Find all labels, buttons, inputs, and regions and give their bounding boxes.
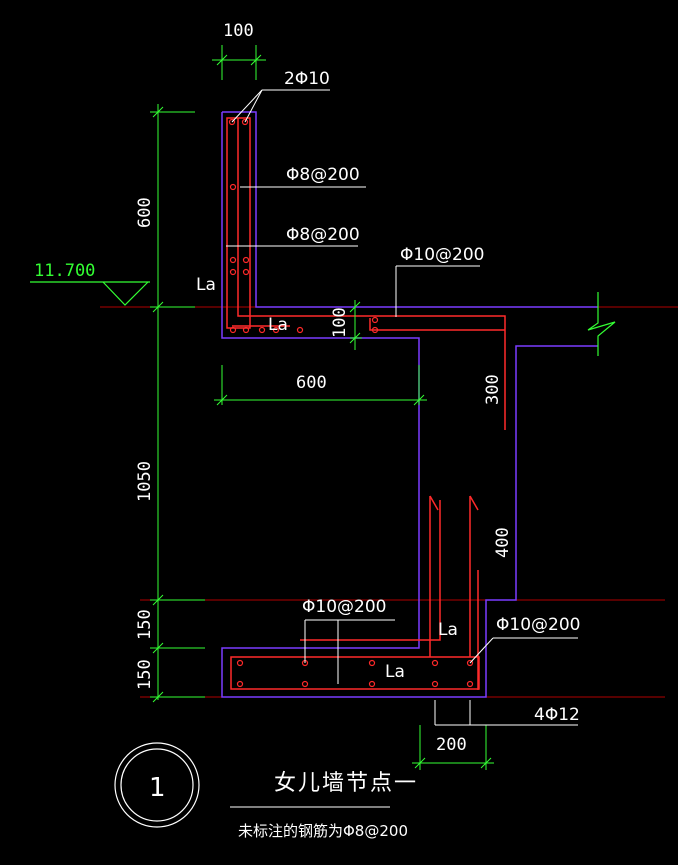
dim-col-height: 400 (493, 527, 513, 558)
dim-beam-upper: 150 (135, 609, 155, 640)
dim-bottom-width: 200 (436, 735, 467, 755)
rebar-dots (228, 118, 474, 688)
elevation-value: 11.700 (34, 261, 95, 281)
label-la-4: La (385, 662, 405, 682)
label-stirrup-2: Φ8@200 (286, 225, 360, 245)
break-symbol (587, 292, 616, 356)
dim-drop: 300 (483, 374, 503, 405)
dim-beam-lower: 150 (135, 659, 155, 690)
dimension-lines (150, 45, 494, 770)
dim-top-width: 100 (223, 21, 254, 41)
drawing-subtitle: 未标注的钢筋为Φ8@200 (238, 822, 408, 840)
label-slab-bars: Φ10@200 (400, 245, 484, 265)
label-la-1: La (196, 275, 216, 295)
concrete-outline (221, 111, 598, 698)
dim-upper-height: 600 (135, 197, 155, 228)
detail-number-marker (114, 742, 200, 828)
label-la-2: La (268, 315, 288, 335)
elevation-marker (30, 281, 150, 306)
label-beam-bars-right: Φ10@200 (496, 615, 580, 635)
dim-slab-thickness: 100 (330, 307, 350, 338)
detail-number: 1 (149, 773, 168, 803)
label-bottom-bars: 4Φ12 (534, 705, 580, 725)
label-la-3: La (438, 620, 458, 640)
dim-ledge-width: 600 (296, 373, 327, 393)
label-stirrup-1: Φ8@200 (286, 165, 360, 185)
reference-lines (100, 306, 678, 698)
dim-main-height: 1050 (135, 461, 155, 502)
label-beam-bars-left: Φ10@200 (302, 597, 386, 617)
drawing-title: 女儿墙节点一 (274, 771, 418, 796)
rebar (226, 117, 506, 690)
leader-lines (226, 89, 578, 808)
label-top-bars: 2Φ10 (284, 69, 330, 89)
